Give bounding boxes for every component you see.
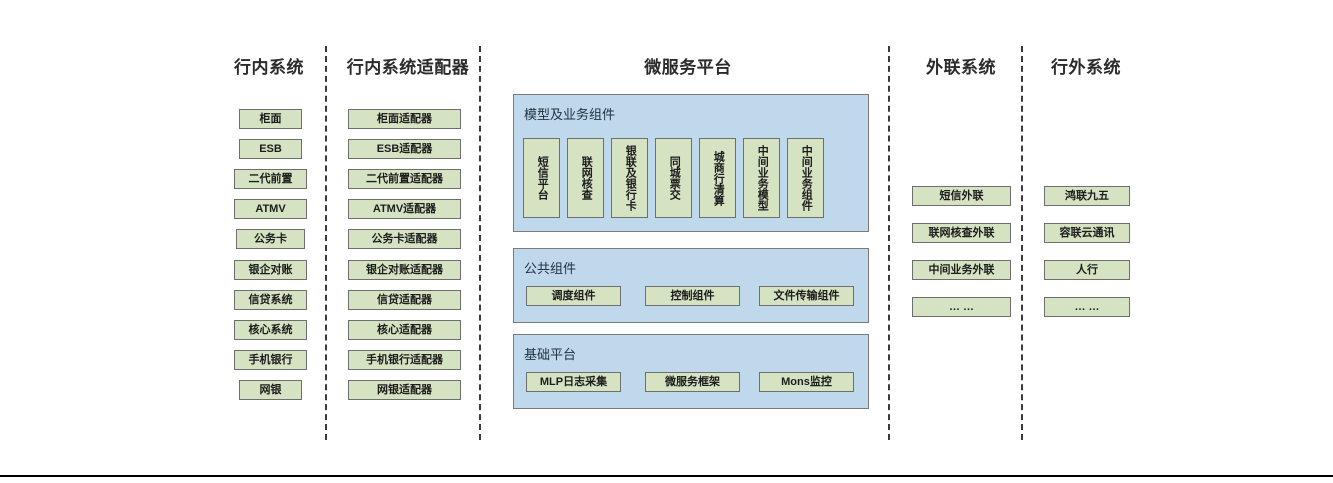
node-business-component[interactable]: 联网核查 <box>567 138 604 218</box>
panel-base-platform <box>513 334 869 409</box>
column-divider <box>325 46 327 440</box>
column-title-outside-bank-systems: 行外系统 <box>1051 58 1121 77</box>
column-divider <box>888 46 890 440</box>
node-outside-bank-system[interactable]: 容联云通讯 <box>1044 223 1130 243</box>
node-internal-system[interactable]: 公务卡 <box>236 229 305 249</box>
node-internal-system[interactable]: ESB <box>239 139 302 159</box>
node-external-liaison-system[interactable]: 短信外联 <box>912 186 1011 206</box>
node-business-component[interactable]: 中间业务模型 <box>743 138 780 218</box>
node-outside-bank-system[interactable]: 鸿联九五 <box>1044 186 1130 206</box>
node-base-platform-component[interactable]: MLP日志采集 <box>526 372 621 392</box>
node-internal-system[interactable]: 银企对账 <box>234 260 307 280</box>
node-base-platform-component[interactable]: Mons监控 <box>759 372 854 392</box>
node-internal-adapter[interactable]: 信贷适配器 <box>348 290 461 310</box>
node-internal-adapter[interactable]: 核心适配器 <box>348 320 461 340</box>
node-public-component[interactable]: 文件传输组件 <box>759 286 854 306</box>
node-business-component[interactable]: 城商行清算 <box>699 138 736 218</box>
panel-public-components <box>513 248 869 323</box>
node-internal-system[interactable]: 手机银行 <box>234 350 307 370</box>
column-title-microservice-platform: 微服务平台 <box>644 58 732 77</box>
node-internal-system[interactable]: ATMV <box>234 199 307 219</box>
node-internal-adapter[interactable]: 二代前置适配器 <box>348 169 461 189</box>
node-outside-bank-system[interactable]: 人行 <box>1044 260 1130 280</box>
node-public-component[interactable]: 调度组件 <box>526 286 621 306</box>
node-internal-system[interactable]: 核心系统 <box>234 320 307 340</box>
node-external-liaison-system[interactable]: 联网核查外联 <box>912 223 1011 243</box>
node-business-component[interactable]: 银联及银行卡 <box>611 138 648 218</box>
panel-label-public-components: 公共组件 <box>524 261 577 276</box>
column-divider <box>1021 46 1023 440</box>
node-business-component[interactable]: 同城票交 <box>655 138 692 218</box>
node-outside-bank-system[interactable]: … … <box>1044 297 1130 317</box>
panel-label-base-platform: 基础平台 <box>524 347 577 362</box>
node-internal-adapter[interactable]: ATMV适配器 <box>348 199 461 219</box>
column-title-internal-adapters: 行内系统适配器 <box>346 58 470 77</box>
node-internal-adapter[interactable]: ESB适配器 <box>348 139 461 159</box>
column-title-internal-systems: 行内系统 <box>234 58 304 77</box>
column-title-external-liaison-systems: 外联系统 <box>926 58 996 77</box>
node-external-liaison-system[interactable]: … … <box>912 297 1011 317</box>
node-internal-adapter[interactable]: 柜面适配器 <box>348 109 461 129</box>
node-internal-adapter[interactable]: 银企对账适配器 <box>348 260 461 280</box>
node-internal-system[interactable]: 网银 <box>239 380 302 400</box>
node-internal-system[interactable]: 二代前置 <box>234 169 307 189</box>
node-business-component[interactable]: 中间业务组件 <box>787 138 824 218</box>
panel-label-model-business-components: 模型及业务组件 <box>524 107 616 122</box>
node-public-component[interactable]: 控制组件 <box>645 286 740 306</box>
node-external-liaison-system[interactable]: 中间业务外联 <box>912 260 1011 280</box>
node-internal-system[interactable]: 柜面 <box>239 109 302 129</box>
page-bottom-rule <box>0 475 1333 477</box>
column-divider <box>479 46 481 440</box>
node-internal-system[interactable]: 信贷系统 <box>234 290 307 310</box>
node-internal-adapter[interactable]: 网银适配器 <box>348 380 461 400</box>
node-internal-adapter[interactable]: 公务卡适配器 <box>348 229 461 249</box>
node-base-platform-component[interactable]: 微服务框架 <box>645 372 740 392</box>
node-business-component[interactable]: 短信平台 <box>523 138 560 218</box>
node-internal-adapter[interactable]: 手机银行适配器 <box>348 350 461 370</box>
